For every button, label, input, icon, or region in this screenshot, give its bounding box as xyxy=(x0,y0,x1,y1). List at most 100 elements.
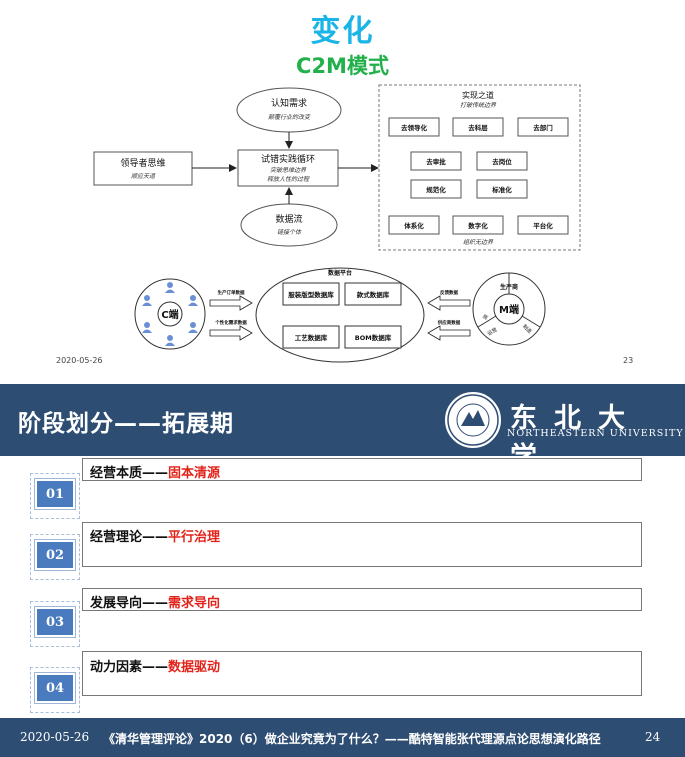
left-arrow-1 xyxy=(209,295,253,311)
m-end-label: M端 xyxy=(499,303,519,316)
slide-footer: 2020-05-26 《清华管理评论》2020（6）做企业究竟为了什么？——酷特… xyxy=(0,718,685,757)
platform-title: 数据平台 xyxy=(328,269,352,277)
c-inner-circle xyxy=(157,301,183,327)
person-icon xyxy=(165,282,175,293)
practice-item-box xyxy=(476,179,528,199)
row-box-1 xyxy=(82,458,642,481)
row-number-4: 04 xyxy=(35,673,75,703)
database-label: BOM数据库 xyxy=(355,333,392,342)
m-seg-2: 运营 xyxy=(486,326,498,337)
row-label-4: 动力因素——数据驱动 xyxy=(90,660,221,675)
slide-header-title: 阶段划分——拓展期 xyxy=(18,411,234,437)
practice-title: 实现之道 xyxy=(462,90,494,100)
producer-label: 生产商 xyxy=(500,283,518,291)
left-arrow-2 xyxy=(209,325,253,341)
practice-footer: 组织无边界 xyxy=(463,238,494,246)
left-arrow-label-2: 个性化需求数据 xyxy=(214,319,247,326)
row-box-2 xyxy=(82,522,642,567)
person-icon xyxy=(165,335,175,346)
row-box-4 xyxy=(82,651,642,696)
slide1-page-number: 23 xyxy=(623,356,634,365)
row-number-1: 01 xyxy=(35,479,75,509)
row-frame-4 xyxy=(30,667,80,713)
row-frame-2 xyxy=(30,534,80,580)
slide-header: 阶段划分——拓展期 东北大学 NORTHEASTERN UNIVERSITY xyxy=(0,384,685,473)
practice-item-label: 去审批 xyxy=(426,157,446,166)
practice-item-label: 体系化 xyxy=(404,221,424,230)
practice-item-box xyxy=(388,215,440,235)
database-label: 工艺数据库 xyxy=(295,333,328,342)
slide1-footer-date: 2020-05-26 xyxy=(56,356,103,365)
practice-item-box xyxy=(517,117,569,137)
cognize-title: 认知需求 xyxy=(271,97,307,109)
row-label-3: 发展导向——需求导向 xyxy=(90,596,221,611)
practice-item-label: 标准化 xyxy=(491,185,512,194)
leader-sub: 顺应天道 xyxy=(131,172,156,180)
practice-item-box xyxy=(410,151,462,171)
practice-item-label: 去岗位 xyxy=(492,157,512,166)
person-icon xyxy=(188,322,198,333)
row-frame-1 xyxy=(30,473,80,519)
row-value-4: 数据驱动 xyxy=(168,660,221,675)
left-arrow-label-1: 生产订单数据 xyxy=(218,289,245,296)
slide-title: 变化 xyxy=(310,14,375,49)
m-seg-1: 测 xyxy=(481,313,490,321)
practice-item-box xyxy=(410,179,462,199)
slide-24: 阶段划分——拓展期 东北大学 NORTHEASTERN UNIVERSITY 0… xyxy=(0,384,685,757)
right-arrow-2 xyxy=(427,325,471,341)
c-people xyxy=(142,282,198,346)
c2m-diagram: 认知需求 颠覆行业的改变 领导者思维 顺应天道 试错实践循环 突破思维边界 释放… xyxy=(93,84,581,363)
c-end-label: C端 xyxy=(161,308,178,321)
dataflow-title: 数据流 xyxy=(275,213,302,225)
practice-item-label: 数字化 xyxy=(468,221,488,230)
right-arrow-label-2: 供应商数据 xyxy=(437,319,461,326)
center-title: 试错实践循环 xyxy=(261,153,315,165)
database-box xyxy=(344,282,402,306)
row-box-3 xyxy=(82,588,642,611)
practice-item-box xyxy=(476,151,528,171)
slide2-page-number: 24 xyxy=(645,730,661,744)
cognize-ellipse xyxy=(236,87,342,133)
row-frame-3 xyxy=(30,601,80,647)
practice-item-box xyxy=(452,215,504,235)
practice-item-label: 去科层 xyxy=(468,123,488,132)
leader-box xyxy=(93,151,193,186)
center-sub1: 突破思维边界 xyxy=(270,166,307,174)
database-box xyxy=(282,282,340,306)
practice-item-label: 去部门 xyxy=(533,123,553,132)
dataflow-sub: 链接个体 xyxy=(277,228,302,236)
slide2-footer-date: 2020-05-26 xyxy=(20,730,90,744)
slide-subtitle: C2M模式 xyxy=(296,54,389,78)
row-number-2: 02 xyxy=(35,540,75,570)
row-value-3: 需求导向 xyxy=(168,596,221,611)
practice-item-box xyxy=(388,117,440,137)
practice-item-label: 去领导化 xyxy=(401,123,428,132)
row-value-1: 固本清源 xyxy=(168,466,221,481)
cognize-sub: 颠覆行业的改变 xyxy=(268,113,311,121)
database-box xyxy=(344,325,402,349)
practice-item-label: 规范化 xyxy=(426,185,446,194)
right-arrow-1 xyxy=(427,295,471,311)
university-seal-icon xyxy=(443,390,503,450)
row-value-2: 平行治理 xyxy=(168,530,221,545)
person-icon xyxy=(188,295,198,306)
center-sub2: 释放人性的过程 xyxy=(267,175,310,183)
slide2-footer-citation: 《清华管理评论》2020（6）做企业究竟为了什么？——酷特智能张代理源点论思想演… xyxy=(103,732,601,746)
person-icon xyxy=(142,322,152,333)
practice-item-box xyxy=(517,215,569,235)
row-label-1: 经营本质——固本清源 xyxy=(90,466,221,481)
practice-item-box xyxy=(452,117,504,137)
database-label: 款式数据库 xyxy=(357,290,390,299)
practice-subtitle: 打破传统边界 xyxy=(460,101,497,109)
database-box xyxy=(282,325,340,349)
dataflow-ellipse xyxy=(240,203,338,247)
leader-title: 领导者思维 xyxy=(120,157,165,169)
right-arrow-label-1: 反馈数据 xyxy=(440,289,458,296)
row-label-2: 经营理论——平行治理 xyxy=(90,530,221,545)
database-label: 服装版型数据库 xyxy=(288,290,334,299)
practice-item-label: 平台化 xyxy=(533,221,553,230)
person-icon xyxy=(142,295,152,306)
